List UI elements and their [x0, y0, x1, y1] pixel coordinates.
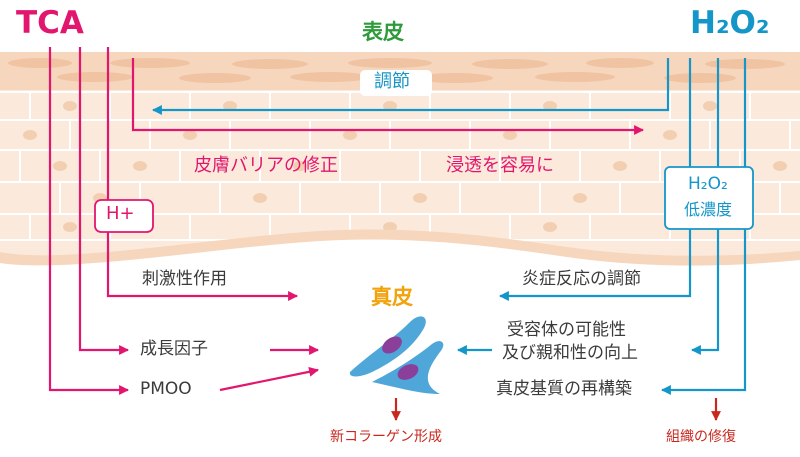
- tca-line-growth: [78, 47, 129, 355]
- dermal-boundary: [0, 229, 800, 266]
- tca-line-stimulation: [106, 47, 298, 301]
- skin-base-layer: [0, 52, 800, 262]
- growth-factor-label: 成長因子: [140, 339, 208, 359]
- h2o2-line-regulation: [152, 58, 670, 115]
- stimulation-label: 刺激性作用: [142, 269, 227, 289]
- outcome-arrows: [391, 398, 721, 421]
- h2o2-low-box-bg: [664, 166, 754, 230]
- inflammation-regulation-label: 炎症反応の調節: [522, 269, 641, 289]
- tca-heading: TCA: [16, 5, 84, 41]
- tca-line-penetration: [131, 58, 644, 135]
- h2o2-heading: H₂O₂: [690, 5, 770, 41]
- h2o2-line-inflammation: [499, 58, 692, 301]
- dermis-label: 真皮: [371, 285, 413, 309]
- fibroblast-cells: [349, 316, 444, 394]
- epidermis-label: 表皮: [362, 20, 404, 44]
- tca-arrow-pmoo-to-cell: [219, 366, 319, 392]
- regulation-label: 調節: [374, 71, 410, 92]
- fibroblast-nucleus: [382, 336, 402, 354]
- tca-pathways: [48, 47, 644, 395]
- cell-nuclei: [23, 101, 787, 232]
- regulation-box-bg: [360, 70, 432, 96]
- receptor-label-line2: 及び親和性の向上: [502, 343, 638, 363]
- h2o2-line-receptor: [691, 58, 720, 355]
- tissue-repair-label: 組織の修復: [666, 429, 736, 445]
- new-collagen-label: 新コラーゲン形成: [330, 429, 442, 445]
- fibroblast-nucleus: [397, 364, 419, 380]
- corneocyte-flakes: [8, 58, 785, 83]
- pmoo-label: PMOO: [140, 379, 192, 399]
- h2o2-low-formula: H₂O₂: [688, 174, 728, 194]
- easy-penetration-label: 浸透を容易に: [446, 155, 554, 176]
- h-plus-label: H+: [106, 203, 135, 224]
- receptor-label-line1: 受容体の可能性: [507, 320, 626, 340]
- h-plus-box-bg: [94, 199, 154, 233]
- tca-line-pmoo: [48, 47, 129, 395]
- matrix-rebuild-label: 真皮基質の再構築: [496, 379, 632, 399]
- barrier-repair-label: 皮膚バリアの修正: [194, 155, 338, 176]
- h2o2-low-text: 低濃度: [684, 200, 733, 219]
